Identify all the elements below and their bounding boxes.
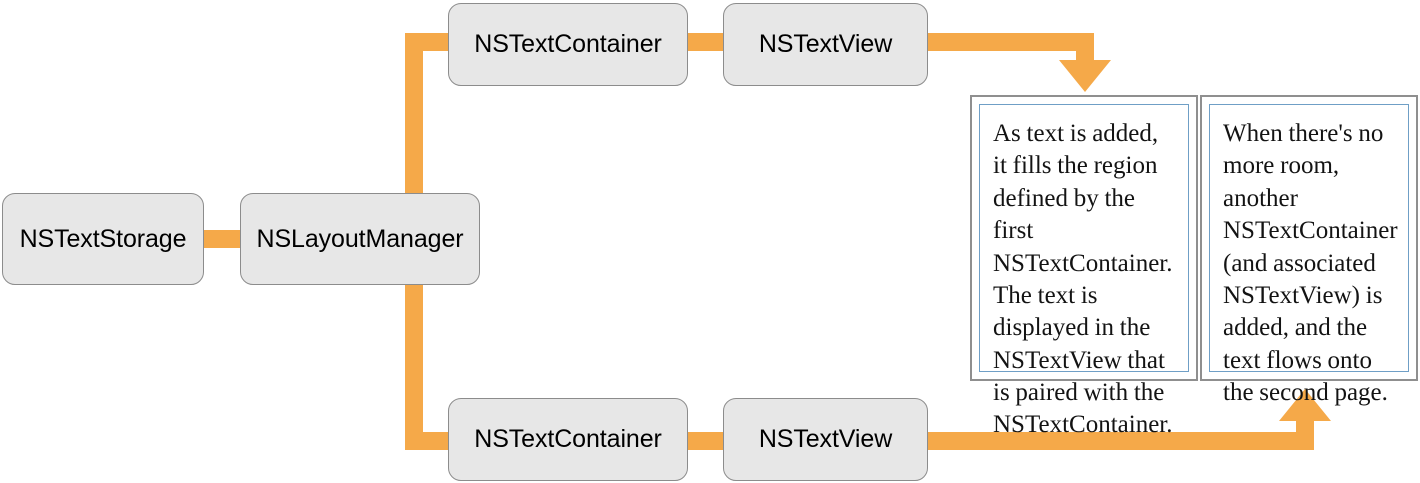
connector-storage-to-layout-manager <box>200 230 244 248</box>
connector-trunk-to-top-container <box>405 33 453 51</box>
node-nstextcontainer-bottom[interactable]: NSTextContainer <box>448 398 688 481</box>
rendered-page-first-inner: As text is added, it fills the region de… <box>979 104 1189 438</box>
node-nslayoutmanager[interactable]: NSLayoutManager <box>240 193 480 285</box>
rendered-page-first: As text is added, it fills the region de… <box>970 95 1198 438</box>
rendered-page-second-inner: When there's no more room, another NSTex… <box>1209 104 1409 406</box>
connector-top-container-to-textview <box>684 33 727 51</box>
node-nstextview-top-label: NSTextView <box>758 30 893 58</box>
node-nstextstorage[interactable]: NSTextStorage <box>2 193 204 285</box>
node-nslayoutmanager-label: NSLayoutManager <box>256 224 464 253</box>
node-nstextcontainer-top-label: NSTextContainer <box>474 30 662 58</box>
node-nstextview-bottom-label: NSTextView <box>758 425 893 453</box>
node-nstextview-bottom[interactable]: NSTextView <box>723 398 928 481</box>
node-nstextview-top[interactable]: NSTextView <box>723 3 928 86</box>
rendered-page-second: When there's no more room, another NSTex… <box>1200 95 1418 406</box>
node-nstextstorage-label: NSTextStorage <box>19 224 187 253</box>
rendered-page-first-text: As text is added, it fills the region de… <box>993 120 1173 439</box>
rendered-page-second-text: When there's no more room, another NSTex… <box>1223 120 1398 406</box>
connector-trunk-to-bottom-container <box>405 432 453 450</box>
connector-bottom-container-to-textview <box>684 432 727 450</box>
node-nstextcontainer-bottom-label: NSTextContainer <box>474 425 662 453</box>
node-nstextcontainer-top[interactable]: NSTextContainer <box>448 3 688 86</box>
arrow-top-textview-to-first-page <box>924 33 1111 92</box>
arrow-bottom-textview-to-second-page <box>924 389 1331 450</box>
